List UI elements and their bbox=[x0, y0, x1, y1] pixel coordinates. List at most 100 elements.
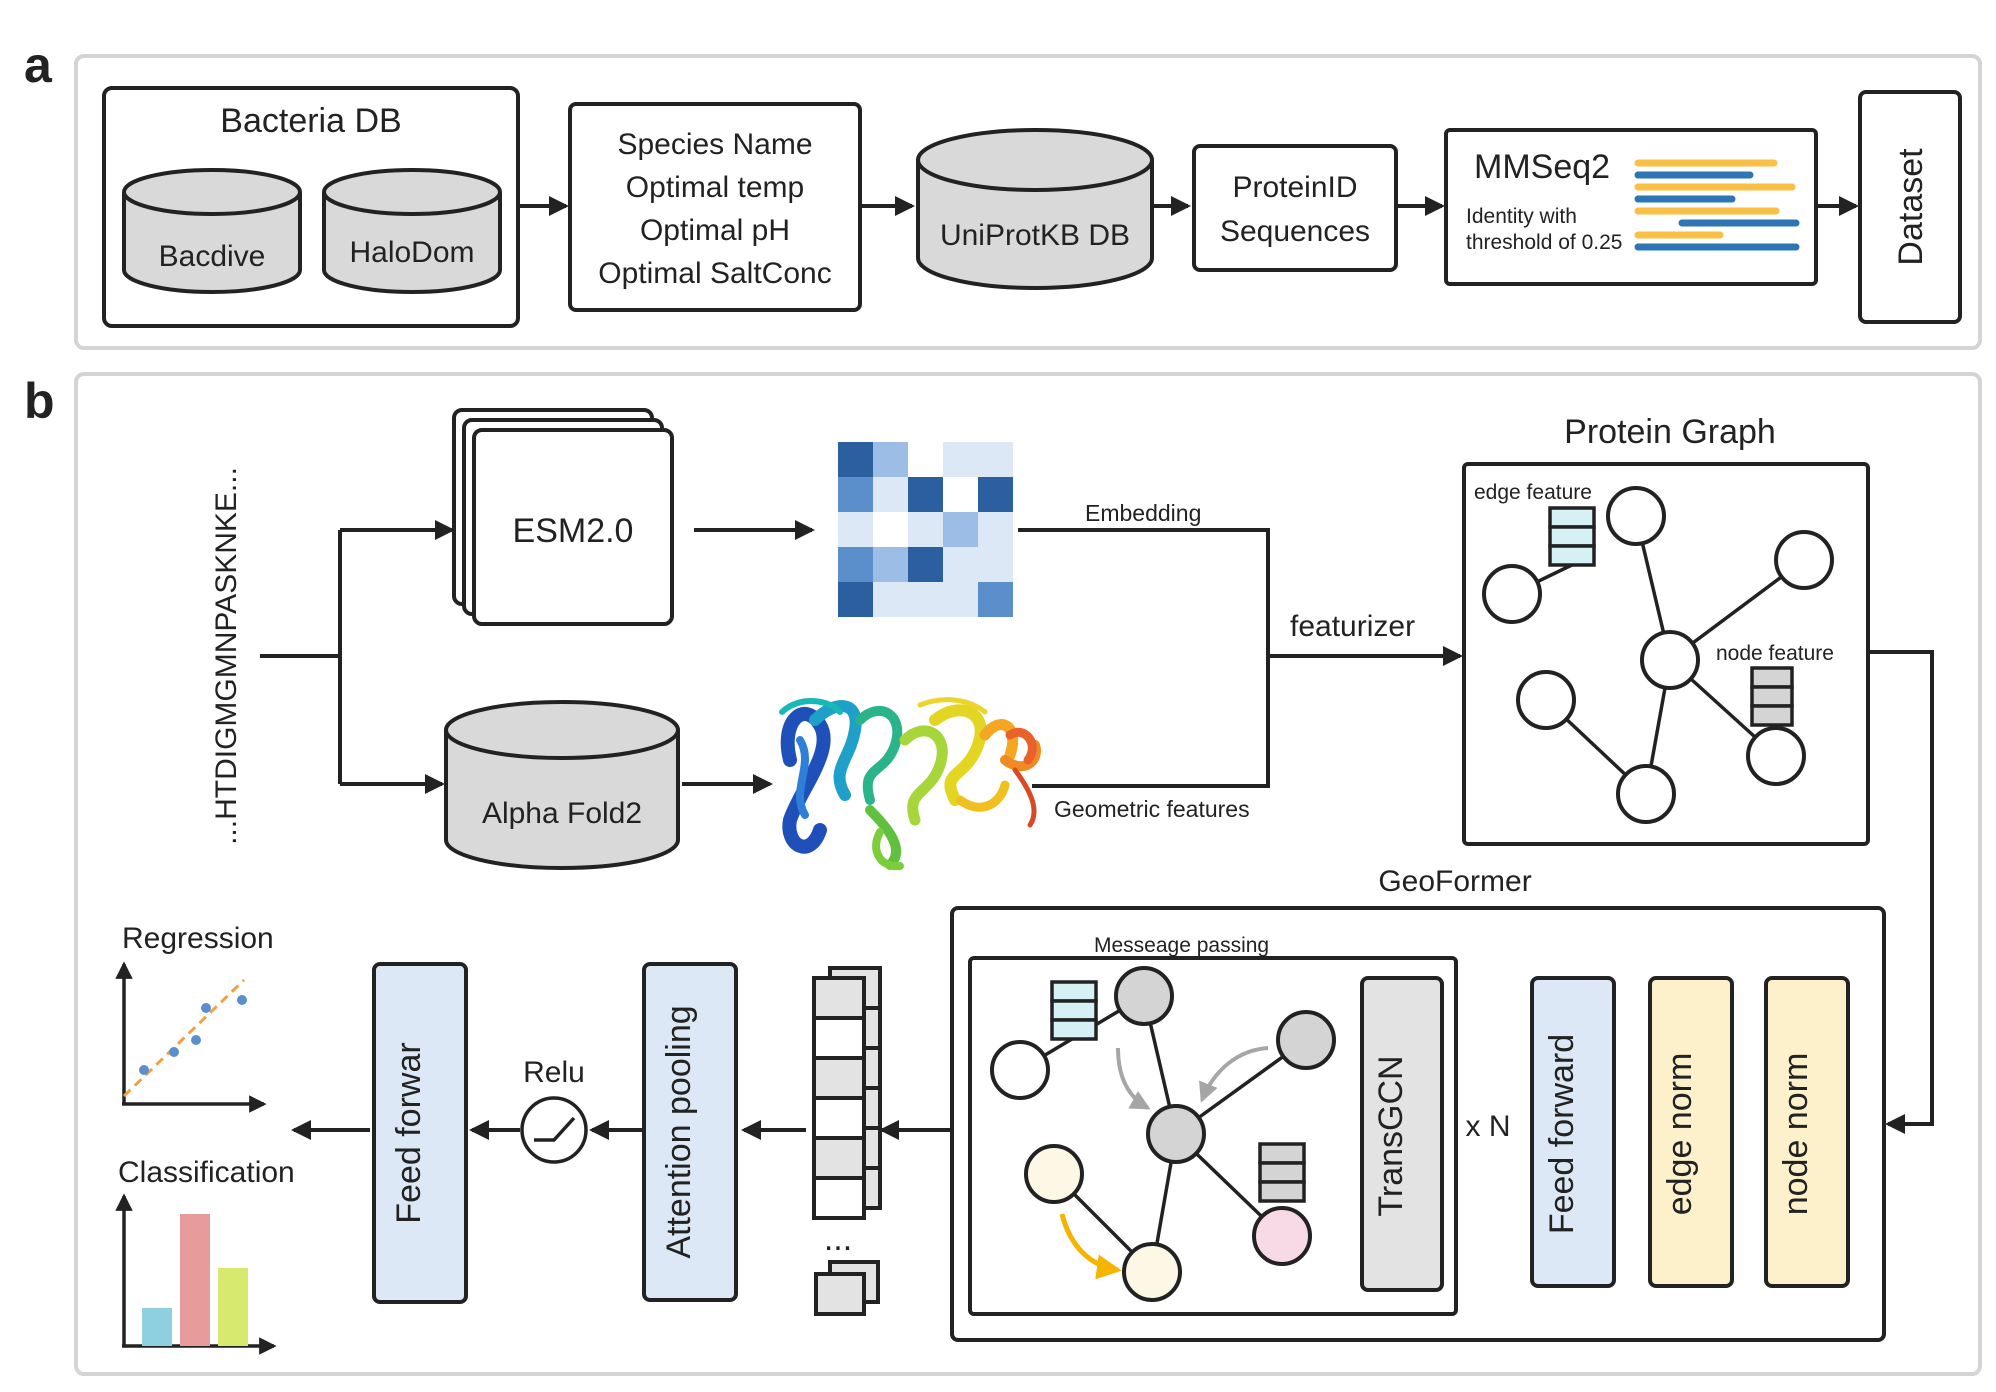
protein-graph-title: Protein Graph bbox=[1564, 413, 1776, 451]
field-optimal-saltconc: Optimal SaltConc bbox=[598, 257, 831, 290]
field-optimal-ph: Optimal pH bbox=[640, 214, 790, 247]
heatmap-cell bbox=[978, 477, 1013, 512]
edge-feature-cell bbox=[1050, 1018, 1098, 1041]
heatmap-cell bbox=[978, 442, 1013, 477]
esm-stack: ESM2.0 bbox=[452, 408, 674, 626]
classification-label: Classification bbox=[118, 1156, 295, 1189]
classification-bar bbox=[142, 1308, 172, 1346]
edge-feature-cell bbox=[1548, 525, 1596, 548]
regression-point bbox=[169, 1047, 179, 1057]
arrow-to-geoformer bbox=[1870, 650, 1934, 1134]
node-norm-block bbox=[1764, 976, 1850, 1288]
graph-node bbox=[1606, 486, 1666, 546]
alphafold-cylinder: Alpha Fold2 bbox=[444, 700, 680, 870]
output-feed-forward-block bbox=[372, 962, 468, 1304]
transgcn-block bbox=[1360, 976, 1444, 1292]
heatmap-cell bbox=[908, 442, 943, 477]
heatmap-cell bbox=[943, 582, 978, 617]
heatmap-cell bbox=[838, 547, 873, 582]
node-embedding-stack: ... bbox=[812, 966, 882, 1316]
protein-structure-ribbon bbox=[779, 697, 1041, 871]
regression-label: Regression bbox=[122, 922, 274, 955]
feed-forward-label: Feed forward bbox=[1543, 1034, 1581, 1234]
uniprot-label: UniProtKB DB bbox=[940, 219, 1130, 252]
protein-fields-box: ProteinID Sequences bbox=[1192, 144, 1398, 272]
heatmap-cell bbox=[978, 547, 1013, 582]
node-feature-cell bbox=[1258, 1142, 1306, 1165]
heatmap-cell bbox=[873, 547, 908, 582]
halodom-cylinder: HaloDom bbox=[322, 168, 502, 294]
bacdive-label: Bacdive bbox=[159, 240, 266, 273]
bacdive-cylinder: Bacdive bbox=[122, 168, 302, 294]
graph-node bbox=[1482, 564, 1542, 624]
esm-label: ESM2.0 bbox=[513, 512, 634, 550]
heatmap-cell bbox=[908, 477, 943, 512]
repeat-label: x N bbox=[1466, 1110, 1511, 1143]
panel-a-letter: a bbox=[24, 37, 53, 93]
heatmap-cell bbox=[838, 512, 873, 547]
heatmap-cell bbox=[838, 442, 873, 477]
message-passing-label: Messeage passing bbox=[1094, 934, 1269, 957]
bacteria-db-box: Bacteria DB Bacdive HaloDom bbox=[102, 86, 520, 328]
field-proteinid: ProteinID bbox=[1232, 171, 1357, 204]
heatmap-cell bbox=[943, 477, 978, 512]
mp-node bbox=[1122, 1242, 1182, 1302]
edge-feature-cell bbox=[1050, 999, 1098, 1022]
mp-node bbox=[1276, 1010, 1336, 1070]
edge-feature-cell bbox=[1548, 506, 1596, 529]
heatmap-cell bbox=[873, 442, 908, 477]
heatmap-cell bbox=[838, 582, 873, 617]
field-sequences: Sequences bbox=[1220, 215, 1370, 248]
attention-pooling-label: Attention pooling bbox=[660, 1005, 698, 1258]
heatmap-cell bbox=[978, 582, 1013, 617]
input-sequence: ...HTDIGMGMNPASKNKE... bbox=[210, 467, 243, 845]
relu-icon bbox=[534, 1116, 576, 1142]
mp-node bbox=[990, 1040, 1050, 1100]
heatmap-cell bbox=[873, 477, 908, 512]
mmseq-alignment-bars bbox=[1634, 159, 1800, 251]
alphafold-label: Alpha Fold2 bbox=[482, 797, 642, 830]
graph-node bbox=[1640, 630, 1700, 690]
relu-label: Relu bbox=[523, 1056, 585, 1089]
field-species-name: Species Name bbox=[617, 128, 812, 161]
graph-node bbox=[1516, 670, 1576, 730]
heatmap-cell bbox=[978, 512, 1013, 547]
classification-bar bbox=[218, 1268, 248, 1346]
node-feature-cell bbox=[1258, 1180, 1306, 1203]
species-fields-box: Species Name Optimal temp Optimal pH Opt… bbox=[568, 102, 862, 312]
regression-point bbox=[139, 1065, 149, 1075]
heatmap-cell bbox=[873, 512, 908, 547]
uniprot-cylinder: UniProtKB DB bbox=[916, 128, 1154, 290]
heatmap-cell bbox=[838, 477, 873, 512]
edge-feature-label: edge feature bbox=[1474, 481, 1592, 504]
embedding-label: Embedding bbox=[1085, 500, 1201, 526]
attention-pooling-block bbox=[642, 962, 738, 1302]
graph-node bbox=[1616, 764, 1676, 824]
panel-b-letter: b bbox=[24, 373, 55, 429]
mmseq-note-2: threshold of 0.25 bbox=[1466, 231, 1622, 254]
heatmap-cell bbox=[908, 582, 943, 617]
mp-node bbox=[1114, 966, 1174, 1026]
feed-forward-block bbox=[1530, 976, 1616, 1288]
mmseq-box: MMSeq2 Identity with threshold of 0.25 bbox=[1444, 128, 1818, 286]
stack-ellipsis: ... bbox=[824, 1220, 852, 1258]
heatmap-cell bbox=[908, 512, 943, 547]
geoformer-box: Messeage passing TransGCN x N Feed forwa… bbox=[950, 906, 1886, 1342]
protein-graph-box: edge feature node feature bbox=[1462, 462, 1870, 846]
halodom-label: HaloDom bbox=[349, 236, 474, 269]
heatmap-cell bbox=[943, 442, 978, 477]
mp-node bbox=[1252, 1206, 1312, 1266]
edge-norm-label: edge norm bbox=[1661, 1053, 1699, 1216]
dataset-label: Dataset bbox=[1892, 148, 1930, 266]
message-arrow-yellow bbox=[1059, 1213, 1122, 1280]
embedding-heatmap bbox=[838, 442, 1013, 617]
classification-output: Classification bbox=[115, 1156, 295, 1355]
geometric-features-label: Geometric features bbox=[1054, 796, 1250, 822]
featurizer-label: featurizer bbox=[1290, 610, 1415, 643]
relu-node: Relu bbox=[520, 1056, 588, 1164]
graph-node bbox=[1774, 530, 1834, 590]
edge-feature-cell bbox=[1050, 980, 1098, 1003]
field-optimal-temp: Optimal temp bbox=[626, 171, 804, 204]
regression-point bbox=[191, 1035, 201, 1045]
